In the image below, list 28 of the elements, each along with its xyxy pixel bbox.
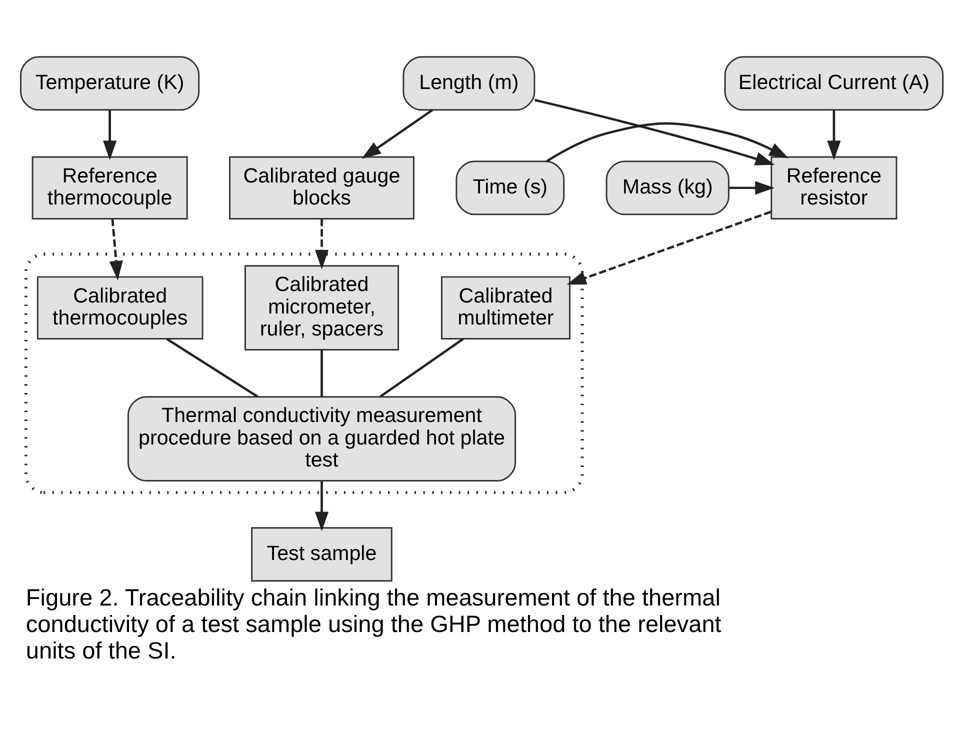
arrow [729, 181, 775, 195]
caption: Figure 2. Traceability chain linking the measurement of the thermal conductivity of a test sample using the GHP method to the relevant units of the SI. [26, 584, 722, 664]
node-box: Thermal conductivity measurement procedure based on a guarded hot plate test [127, 396, 516, 482]
node-box: Reference thermocouple [32, 156, 188, 220]
node-box: Test sample [251, 527, 392, 582]
node-box: Electrical Current (A) [724, 56, 944, 111]
node-box: Calibrated gauge blocks [229, 156, 414, 220]
arrow [546, 122, 789, 162]
arrow [314, 218, 329, 270]
node-box: Mass (kg) [606, 160, 730, 216]
arrow [362, 109, 434, 159]
node-box: Time (s) [456, 160, 565, 216]
connector [320, 350, 323, 397]
arrow [827, 110, 841, 160]
arrow [109, 218, 123, 280]
node-box: Calibrated micrometer, ruler, spacers [244, 265, 400, 351]
node-box: Reference resistor [770, 156, 898, 220]
node-box: Length (m) [402, 56, 536, 111]
node-box: Calibrated multimeter [440, 276, 570, 340]
connector [380, 338, 464, 398]
arrow [534, 98, 775, 166]
arrow [103, 110, 117, 160]
connector [166, 338, 258, 398]
arrow [314, 480, 329, 532]
node-box: Calibrated thermocouples [36, 276, 204, 340]
cluster [24, 252, 584, 494]
node-box: Temperature (K) [20, 56, 200, 111]
arrow [566, 210, 772, 285]
